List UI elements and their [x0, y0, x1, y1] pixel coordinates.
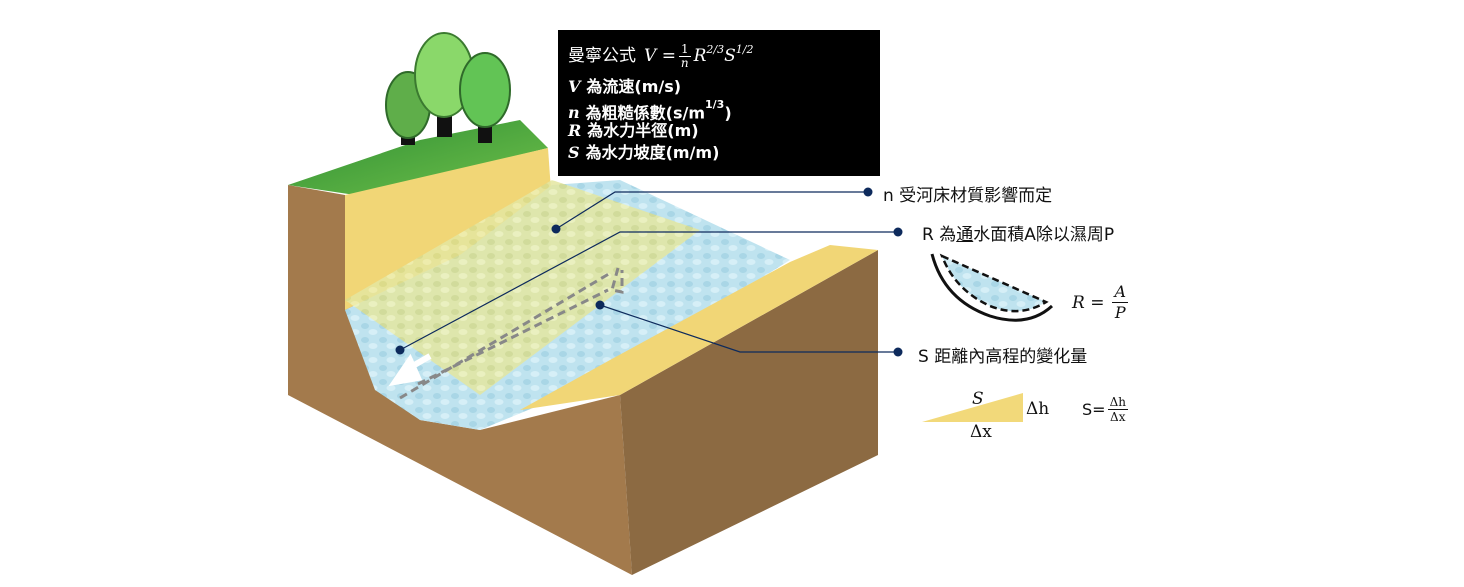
r-eq-den: P [1114, 303, 1126, 322]
flow-plane [345, 180, 700, 395]
eq-frac-den: n [680, 55, 689, 70]
eq-s: S [724, 46, 736, 66]
eq-fraction: 1 n [678, 41, 691, 70]
cross-section-icon [930, 253, 1054, 322]
def-var: S [568, 143, 580, 162]
slope-dashed-lines [399, 267, 624, 400]
s-eq-num: Δh [1107, 395, 1128, 410]
def-text: 為粗糙係數(s/m [585, 103, 705, 123]
slope-triangle [922, 393, 1023, 422]
eq-lhs: V [644, 46, 657, 66]
r-equation: R = A P [1072, 282, 1131, 323]
def-sup: 1/3 [705, 98, 725, 111]
def-row-v: V 為流速(m/s) [568, 76, 870, 98]
marker-dots [395, 187, 903, 357]
r-eq-lhs: R = [1072, 292, 1105, 313]
r-annotation-post: 水面積A除以濕周P [973, 225, 1115, 245]
triangle-hyp-label: S [972, 389, 984, 409]
s-eq-lhs: S= [1082, 400, 1106, 419]
s-annotation: S 距離內高程的變化量 [918, 347, 1088, 367]
def-tail: ) [724, 103, 732, 123]
r-annotation: R 為通水面積A除以濕周P [922, 220, 1114, 245]
s-equation: S= Δh Δx [1082, 395, 1131, 424]
leader-lines [399, 191, 898, 353]
soil-left-face [288, 185, 632, 575]
r-eq-fraction: A P [1112, 282, 1129, 323]
r-annotation-underlined: 通 [956, 225, 974, 245]
eq-s-exp: 1/2 [735, 43, 754, 56]
s-eq-fraction: Δh Δx [1107, 395, 1128, 424]
def-text: 為流速(m/s) [586, 77, 682, 96]
eq-frac-num: 1 [678, 41, 691, 57]
eq-r: R [693, 46, 707, 66]
def-row-s: S 為水力坡度(m/m) [568, 142, 870, 164]
sand-bank-right [520, 245, 878, 410]
n-annotation: n 受河床材質影響而定 [883, 186, 1053, 206]
soil-right-face [620, 250, 878, 575]
def-text: 為水力坡度(m/m) [585, 143, 720, 162]
def-text: 為水力半徑(m) [587, 121, 699, 140]
s-eq-den: Δx [1110, 410, 1126, 424]
triangle-rise-label: Δh [1026, 399, 1050, 419]
r-annotation-pre: R 為 [922, 225, 957, 245]
eq-equals: = [661, 46, 676, 66]
def-var: n [568, 103, 580, 123]
formula-title: 曼寧公式 [568, 46, 636, 66]
r-eq-num: A [1112, 282, 1129, 303]
tree-icon [385, 32, 511, 145]
flow-arrow-icon [388, 353, 432, 387]
sand-bank-left [345, 148, 552, 310]
eq-r-exp: 2/3 [706, 43, 725, 56]
def-var: V [568, 77, 581, 96]
triangle-run-label: Δx [970, 422, 992, 442]
def-var: R [568, 121, 582, 140]
def-row-r: R 為水力半徑(m) [568, 120, 870, 142]
